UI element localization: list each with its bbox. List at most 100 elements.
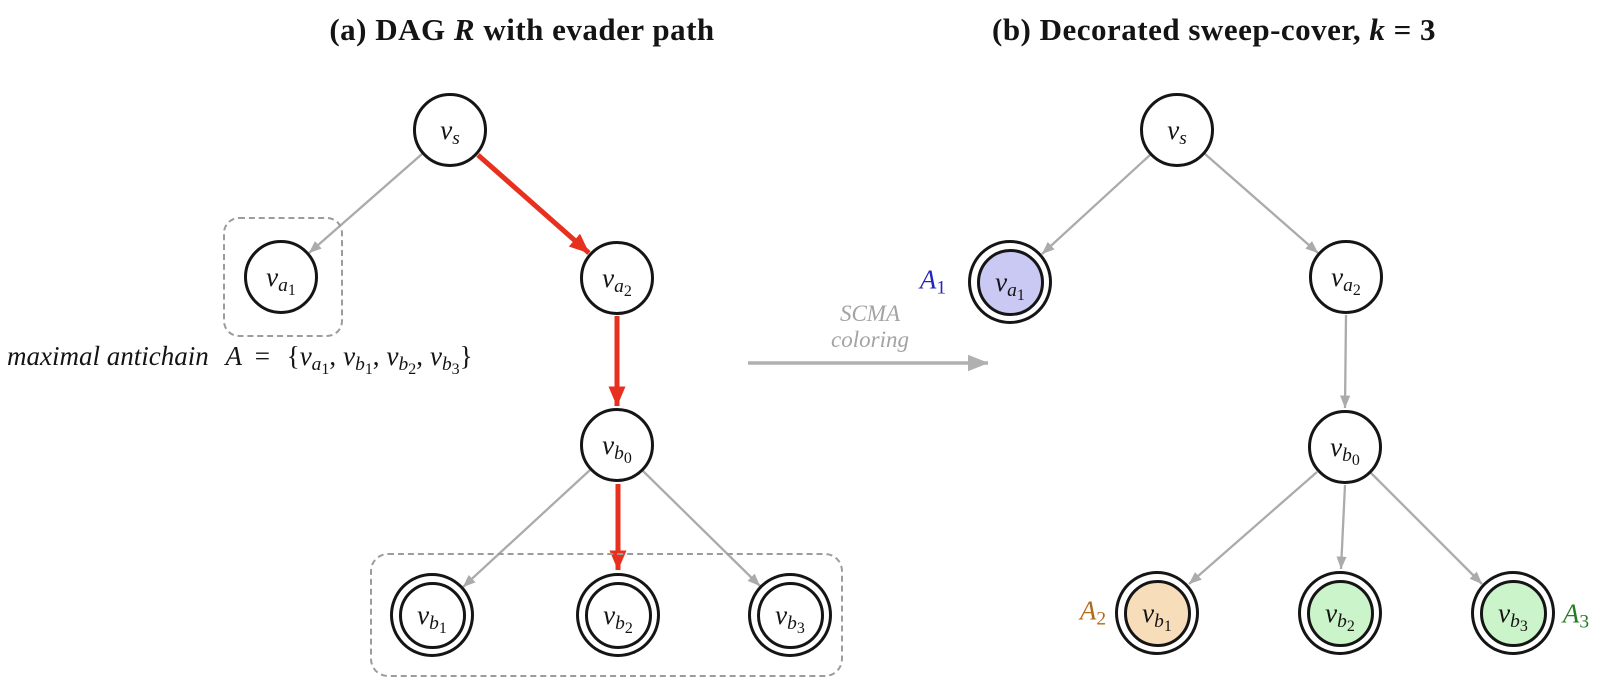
math-sub: b xyxy=(787,612,797,634)
node-b-va2-label: va2 xyxy=(1331,261,1361,298)
antichain-sep: , xyxy=(372,341,380,371)
panel-b-title-math-k: k xyxy=(1369,12,1386,47)
math-base: v xyxy=(429,341,442,371)
math-sub: 2 xyxy=(1096,608,1107,630)
panel-a-title-math-r: R xyxy=(453,12,476,47)
panel-a-title: (a) DAG R with evader path xyxy=(329,12,714,48)
node-b-vb3-inner-ring: vb3 xyxy=(1479,579,1547,647)
math-subsub: 1 xyxy=(438,619,447,637)
math-subsub: 1 xyxy=(287,281,296,299)
math-subsub: 3 xyxy=(796,619,805,637)
antichain-sep: , xyxy=(329,341,337,371)
edge-b-vs-va2 xyxy=(1204,153,1319,254)
math-base: v xyxy=(1167,114,1180,145)
node-a-va2-label: va2 xyxy=(602,262,632,299)
antichain-sep: , xyxy=(416,341,423,371)
math-base: v xyxy=(299,341,312,371)
node-b-vb3-label: vb3 xyxy=(1498,597,1528,634)
math-base: v xyxy=(440,114,453,145)
node-b-va2: va2 xyxy=(1309,240,1383,314)
math-base: v xyxy=(995,266,1008,297)
node-b-vb0: vb0 xyxy=(1308,410,1382,484)
math-sub: 1 xyxy=(936,277,947,299)
math-base: A xyxy=(919,264,937,295)
math-sub: b xyxy=(1510,610,1520,632)
math-base: v xyxy=(1325,597,1338,628)
scma-label-line1: SCMA xyxy=(839,301,901,326)
math-subsub: 1 xyxy=(364,361,373,379)
antichain-item-vb1: vb1 xyxy=(343,341,373,378)
node-b-vs-label: vs xyxy=(1167,114,1187,148)
antichain-item-vb3: vb3 xyxy=(429,341,460,378)
edge-a-vb0-vb1 xyxy=(462,469,591,588)
node-b-vb1-covered: vb1 xyxy=(1115,571,1199,655)
math-sub: a xyxy=(1007,279,1017,301)
node-a-vb1-label: vb1 xyxy=(417,599,447,636)
antichain-open-brace: { xyxy=(286,341,300,371)
scma-label-line2: coloring xyxy=(831,327,909,352)
node-b-va1-inner-ring: va1 xyxy=(976,248,1044,316)
node-b-vb3-covered: vb3 xyxy=(1471,571,1555,655)
node-a-vb3-inner-ring: vb3 xyxy=(756,581,824,649)
math-sub: b xyxy=(1337,610,1347,632)
node-a-vb3: vb3 xyxy=(748,573,832,657)
antichain-equals: = xyxy=(254,341,270,371)
edge-b-vs-va1 xyxy=(1041,154,1151,255)
antichain-box-va1 xyxy=(223,217,343,337)
antichain-close-brace: } xyxy=(459,341,473,371)
node-b-vb1-label: vb1 xyxy=(1142,597,1172,634)
node-a-vb3-label: vb3 xyxy=(775,601,805,636)
math-subsub: 0 xyxy=(623,449,632,467)
panel-b-title-math-rest: = 3 xyxy=(1393,12,1437,47)
math-base: v xyxy=(602,262,615,293)
math-base: v xyxy=(1142,597,1155,628)
math-sub: b xyxy=(614,442,624,464)
node-b-vb1-inner-ring: vb1 xyxy=(1123,579,1191,647)
math-sub: a xyxy=(311,354,322,376)
math-base: v xyxy=(602,429,615,460)
panel-b-title: (b) Decorated sweep-cover, k = 3 xyxy=(992,12,1436,48)
antichain-set-var: A xyxy=(225,341,242,371)
math-base: v xyxy=(1331,261,1344,292)
node-a-va1: va1 xyxy=(244,240,318,314)
antichain-prefix: maximal antichain xyxy=(7,341,209,371)
panel-b-title-prefix: (b) Decorated sweep-cover, xyxy=(991,12,1362,47)
math-base: v xyxy=(343,341,356,371)
antichain-item-va1: va1 xyxy=(299,341,330,378)
antichain-item-vb2: vb2 xyxy=(387,341,417,378)
edge-a-vb0-vb3 xyxy=(642,470,761,587)
math-subsub: 2 xyxy=(624,619,633,637)
math-base: v xyxy=(603,599,616,630)
node-a-va1-label: va1 xyxy=(266,261,296,298)
panel-a-title-suffix: with evader path xyxy=(483,12,715,47)
math-base: A xyxy=(1079,595,1097,626)
math-base: v xyxy=(417,599,430,630)
edge-b-vb0-vb3 xyxy=(1370,472,1483,585)
math-base: v xyxy=(1330,431,1343,462)
math-base: A xyxy=(1562,598,1580,629)
math-base: v xyxy=(266,261,279,292)
math-base: v xyxy=(1498,597,1511,628)
math-sub: b xyxy=(429,612,439,634)
math-sub: b xyxy=(1342,444,1352,466)
antichain-box-vb-row xyxy=(370,553,843,677)
math-sub: 3 xyxy=(1579,611,1590,633)
math-subsub: 3 xyxy=(451,361,460,379)
math-subsub: 0 xyxy=(1351,451,1360,469)
node-a-va2: va2 xyxy=(580,241,654,315)
node-b-vb2-label: vb2 xyxy=(1325,597,1355,634)
panel-a-title-prefix: (a) DAG xyxy=(329,12,446,47)
node-b-vb2-inner-ring: vb2 xyxy=(1306,579,1374,647)
math-sub: s xyxy=(1179,127,1187,149)
node-a-vb2: vb2 xyxy=(576,573,660,657)
math-sub: b xyxy=(355,354,365,376)
math-sub: b xyxy=(1154,610,1164,632)
cover-label-a1: A1 xyxy=(919,264,946,298)
math-subsub: 2 xyxy=(408,361,417,379)
node-b-va1-covered: va1 xyxy=(968,240,1052,324)
node-a-vb0: vb0 xyxy=(580,408,654,482)
node-a-vb1: vb1 xyxy=(390,573,474,657)
node-b-vb0-label: vb0 xyxy=(1330,431,1360,468)
